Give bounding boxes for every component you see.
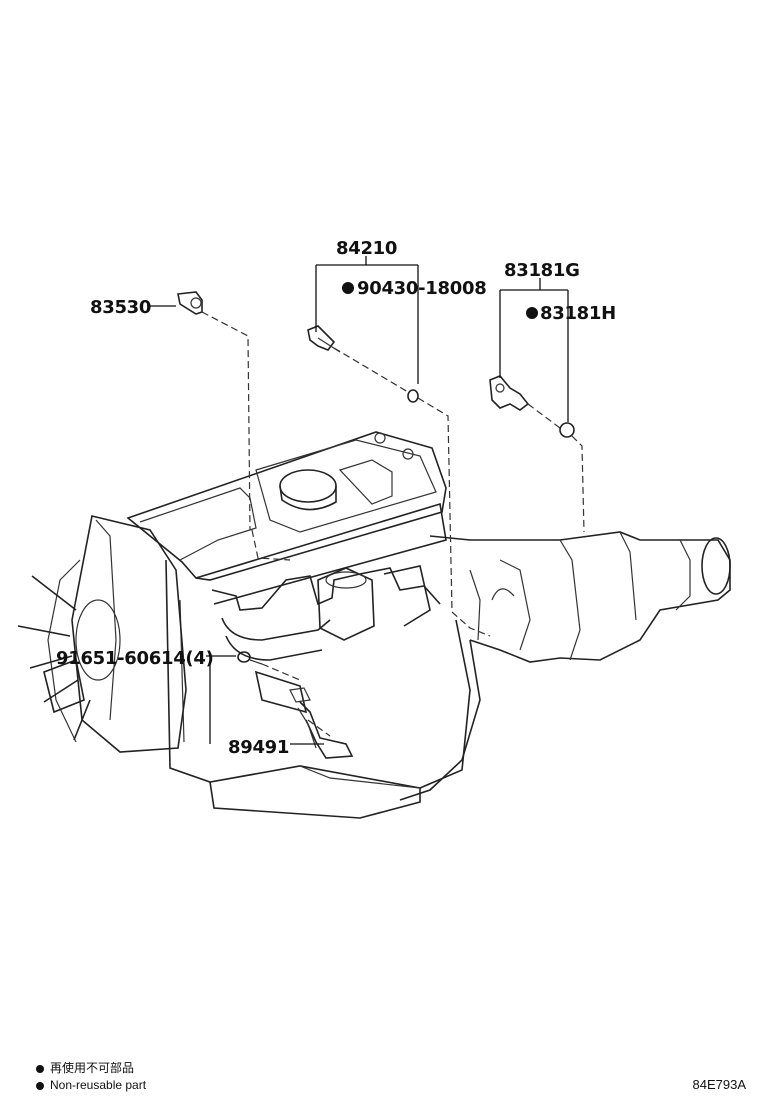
non-reusable-marker: [36, 1064, 44, 1073]
legend-row-english: Non-reusable part: [36, 1077, 146, 1094]
leader-lines: [150, 256, 569, 745]
reference-code: 84E793A: [692, 1077, 747, 1092]
legend-row-japanese: 再使用不可部品: [36, 1060, 146, 1077]
part-label-83181g: 83181G: [504, 260, 580, 281]
legend: 再使用不可部品 Non-reusable part: [36, 1060, 146, 1094]
part-label-91651-60614: 91651-60614(4): [56, 648, 214, 669]
engine-illustration: [17, 291, 731, 819]
part-label-83181h: 83181H: [540, 303, 616, 324]
part-label-84210: 84210: [336, 238, 397, 259]
part-label-83530: 83530: [90, 297, 151, 318]
assembly-dashed-lines: [201, 311, 585, 737]
non-reusable-marker: [342, 282, 354, 294]
legend-text-japanese: 再使用不可部品: [50, 1061, 135, 1075]
part-label-89491: 89491: [228, 737, 289, 758]
legend-text-english: Non-reusable part: [50, 1078, 147, 1092]
non-reusable-marker: [526, 307, 538, 319]
part-label-90430-18008: 90430-18008: [357, 278, 486, 299]
non-reusable-marker: [36, 1081, 44, 1090]
